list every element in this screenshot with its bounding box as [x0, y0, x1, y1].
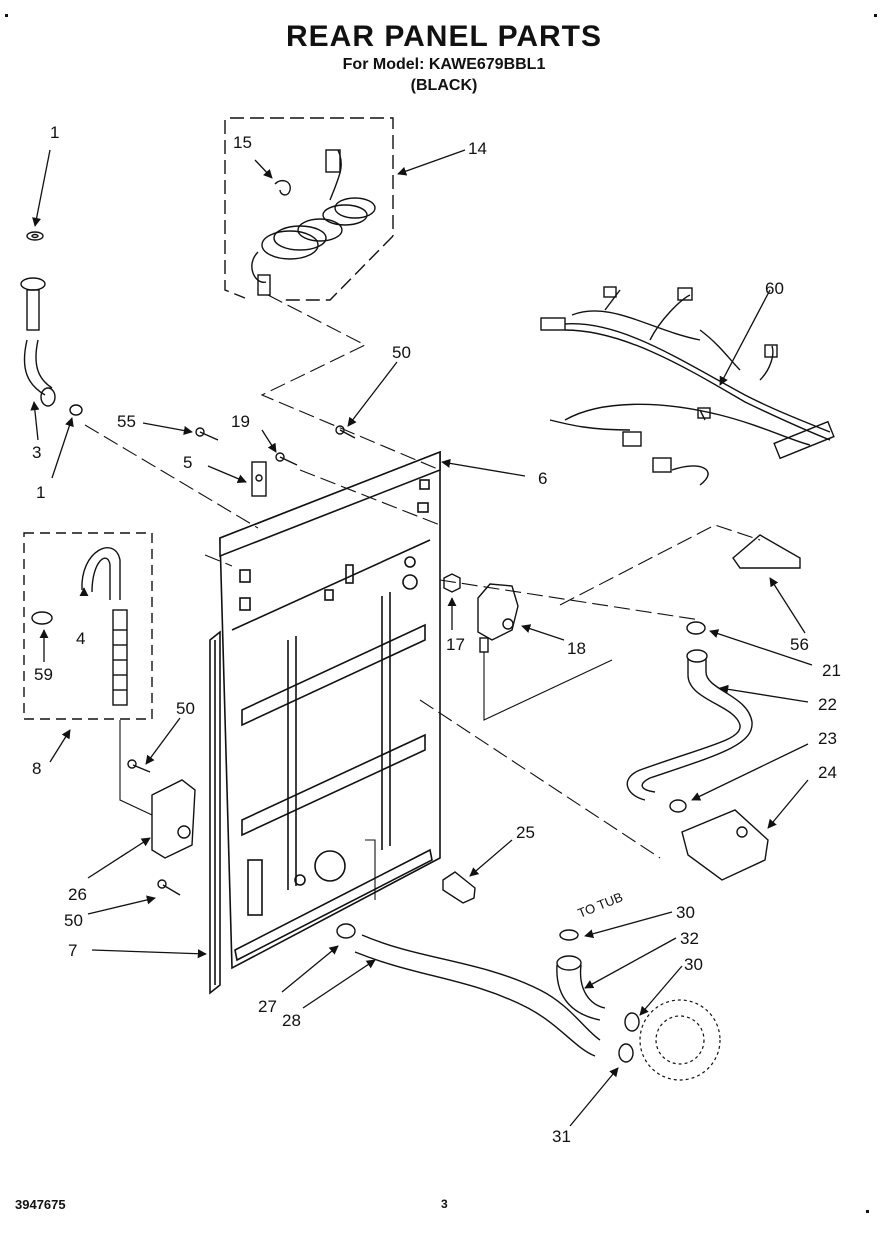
hose-clamp [686, 621, 706, 635]
panel-edge-strip [209, 630, 221, 995]
siphon-break [681, 809, 769, 881]
registration-marks [5, 14, 877, 1213]
inlet-washer-top [26, 231, 44, 241]
pump-outline [639, 999, 721, 1081]
drain-clamp [336, 923, 356, 939]
callout-1-bottom: 1 [36, 483, 45, 502]
callout-15: 15 [233, 133, 252, 152]
callout-5: 5 [183, 453, 192, 472]
callout-arrows [30, 149, 813, 1127]
callout-59: 59 [34, 665, 53, 684]
callout-14: 14 [468, 139, 487, 158]
hose-bracket [151, 779, 196, 859]
callout-4: 4 [76, 629, 85, 648]
callout-labels: 1 3 1 15 14 50 55 19 5 6 60 56 17 18 21 … [32, 123, 841, 1146]
power-cord-group [224, 117, 394, 301]
document-number: 3947675 [15, 1197, 66, 1212]
callout-26: 26 [68, 885, 87, 904]
callout-23: 23 [818, 729, 837, 748]
valve-nut [443, 573, 461, 593]
callout-18: 18 [567, 639, 586, 658]
callout-28: 28 [282, 1011, 301, 1030]
water-valve [477, 583, 519, 653]
callout-22: 22 [818, 695, 837, 714]
callout-21: 21 [822, 661, 841, 680]
rear-panel [219, 450, 441, 970]
callout-50-top: 50 [392, 343, 411, 362]
internal-drain-hose [354, 934, 601, 1057]
callout-1-top: 1 [50, 123, 59, 142]
callout-50-bottom: 50 [64, 911, 83, 930]
callout-60: 60 [765, 279, 784, 298]
callout-27: 27 [258, 997, 277, 1016]
callout-6: 6 [538, 469, 547, 488]
callout-30-top: 30 [676, 903, 695, 922]
page-number: 3 [441, 1197, 448, 1211]
callout-7: 7 [68, 941, 77, 960]
callout-17: 17 [446, 635, 465, 654]
hose-guide-bracket [732, 534, 801, 569]
fill-hose [626, 649, 753, 801]
wire-harness [540, 286, 835, 486]
tub-hose [556, 929, 640, 1063]
callout-25: 25 [516, 823, 535, 842]
callout-24: 24 [818, 763, 837, 782]
callout-32: 32 [680, 929, 699, 948]
callout-3: 3 [32, 443, 41, 462]
inlet-hose-fitting [20, 277, 83, 416]
drain-hose-kit [23, 532, 153, 720]
callout-31: 31 [552, 1127, 571, 1146]
assembly-leaders [84, 294, 761, 859]
callout-8: 8 [32, 759, 41, 778]
panel-bracket [442, 871, 476, 904]
hose-clamp-small [669, 799, 687, 813]
callout-30-bottom: 30 [684, 955, 703, 974]
model-number: For Model: KAWE679BBL1 [342, 56, 546, 73]
page-title: REAR PANEL PARTS [285, 20, 603, 53]
callout-19: 19 [231, 412, 250, 431]
callout-55: 55 [117, 412, 136, 431]
cord-clip [251, 461, 267, 497]
solid-leaders [119, 652, 613, 900]
model-color: (BLACK) [410, 77, 478, 94]
callout-56: 56 [790, 635, 809, 654]
callout-50-mid: 50 [176, 699, 195, 718]
to-tub-label: TO TUB [576, 889, 625, 921]
